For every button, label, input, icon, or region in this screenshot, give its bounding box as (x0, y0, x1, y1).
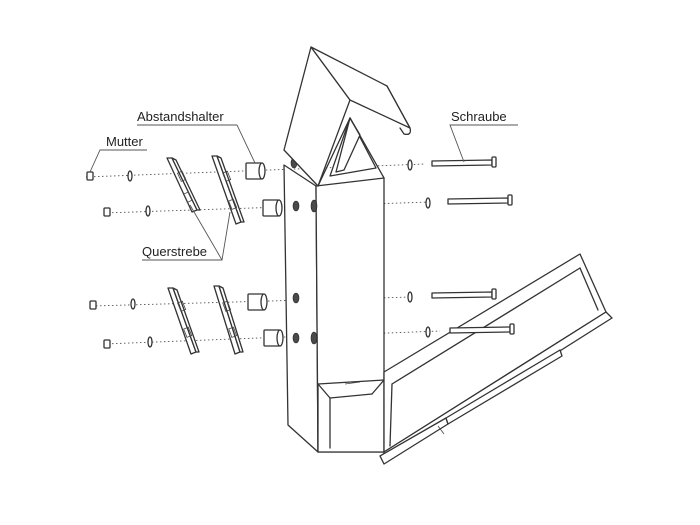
screw-1 (407, 156, 497, 171)
spacer-2 (262, 199, 283, 217)
washer-1 (127, 170, 133, 182)
spacer-1 (245, 162, 266, 180)
cross-strut-upper-right (211, 155, 245, 225)
screw-2 (425, 194, 513, 209)
screw-4 (425, 323, 515, 338)
screw-3 (407, 288, 497, 303)
cross-strut-upper-left (166, 157, 201, 213)
spacers (245, 162, 284, 347)
screws (407, 156, 515, 338)
leader-lines (89, 124, 518, 261)
main-post (283, 157, 385, 453)
nut-1 (86, 171, 94, 181)
washer-2 (145, 205, 151, 217)
nut-4 (103, 339, 111, 349)
roof-cap (283, 46, 412, 187)
nuts-and-washers (86, 170, 153, 349)
cross-struts (166, 155, 245, 355)
nut-3 (89, 300, 97, 310)
cross-strut-lower-right (213, 285, 244, 355)
label-schraube: Schraube (451, 109, 507, 124)
washer-3 (130, 298, 136, 310)
label-mutter: Mutter (106, 134, 143, 149)
spacer-3 (247, 293, 268, 311)
cross-strut-lower-left (167, 287, 200, 355)
angled-trough (379, 253, 613, 465)
nut-2 (103, 207, 111, 217)
washer-4 (147, 336, 153, 348)
label-abstandshalter: Abstandshalter (137, 109, 224, 124)
label-querstrebe: Querstrebe (142, 244, 208, 259)
axis-lines (85, 163, 441, 345)
spacer-4 (263, 329, 284, 347)
